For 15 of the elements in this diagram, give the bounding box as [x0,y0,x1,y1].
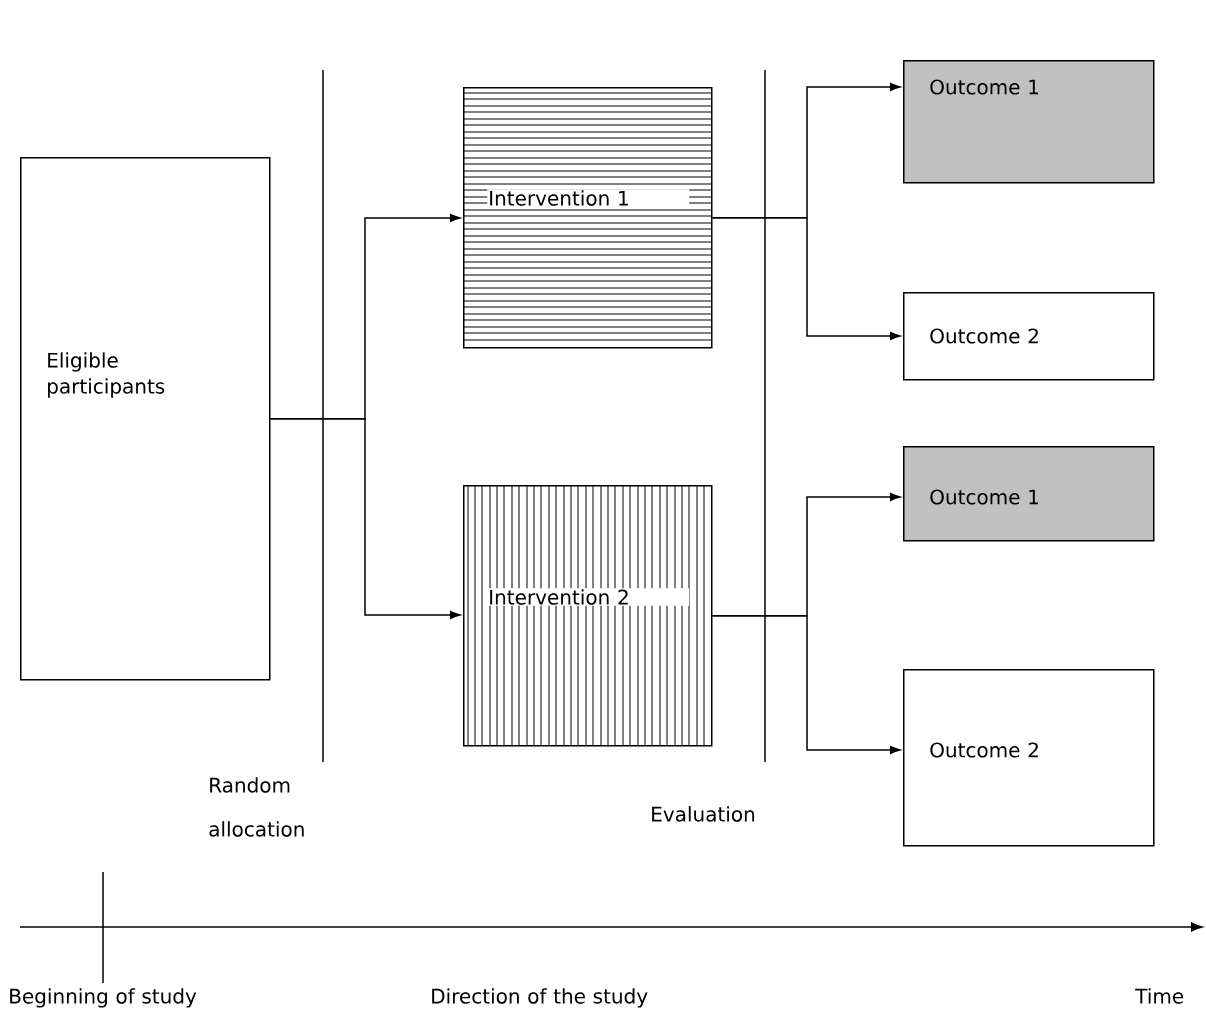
hatched-box: Intervention 2 [463,484,713,747]
axis-label: Beginning of study [10,988,197,1008]
outcome-box: Outcome 2 [903,292,1155,381]
axis-label: Time [1135,988,1184,1004]
participants-box: Eligible participants [20,157,271,681]
axis-label: Evaluation [652,806,755,822]
outcome-box: Outcome 1 [903,446,1155,542]
arrow [269,418,461,619]
hatched-box: Intervention 1 [462,87,713,349]
arrow [711,615,901,754]
outcome-box: Outcome 2 [903,669,1155,847]
axis-label: Random allocation [209,777,304,837]
axis-label: Direction of the study [432,988,648,1008]
outcome-box: Outcome 1 [903,60,1155,184]
arrow [711,217,901,340]
